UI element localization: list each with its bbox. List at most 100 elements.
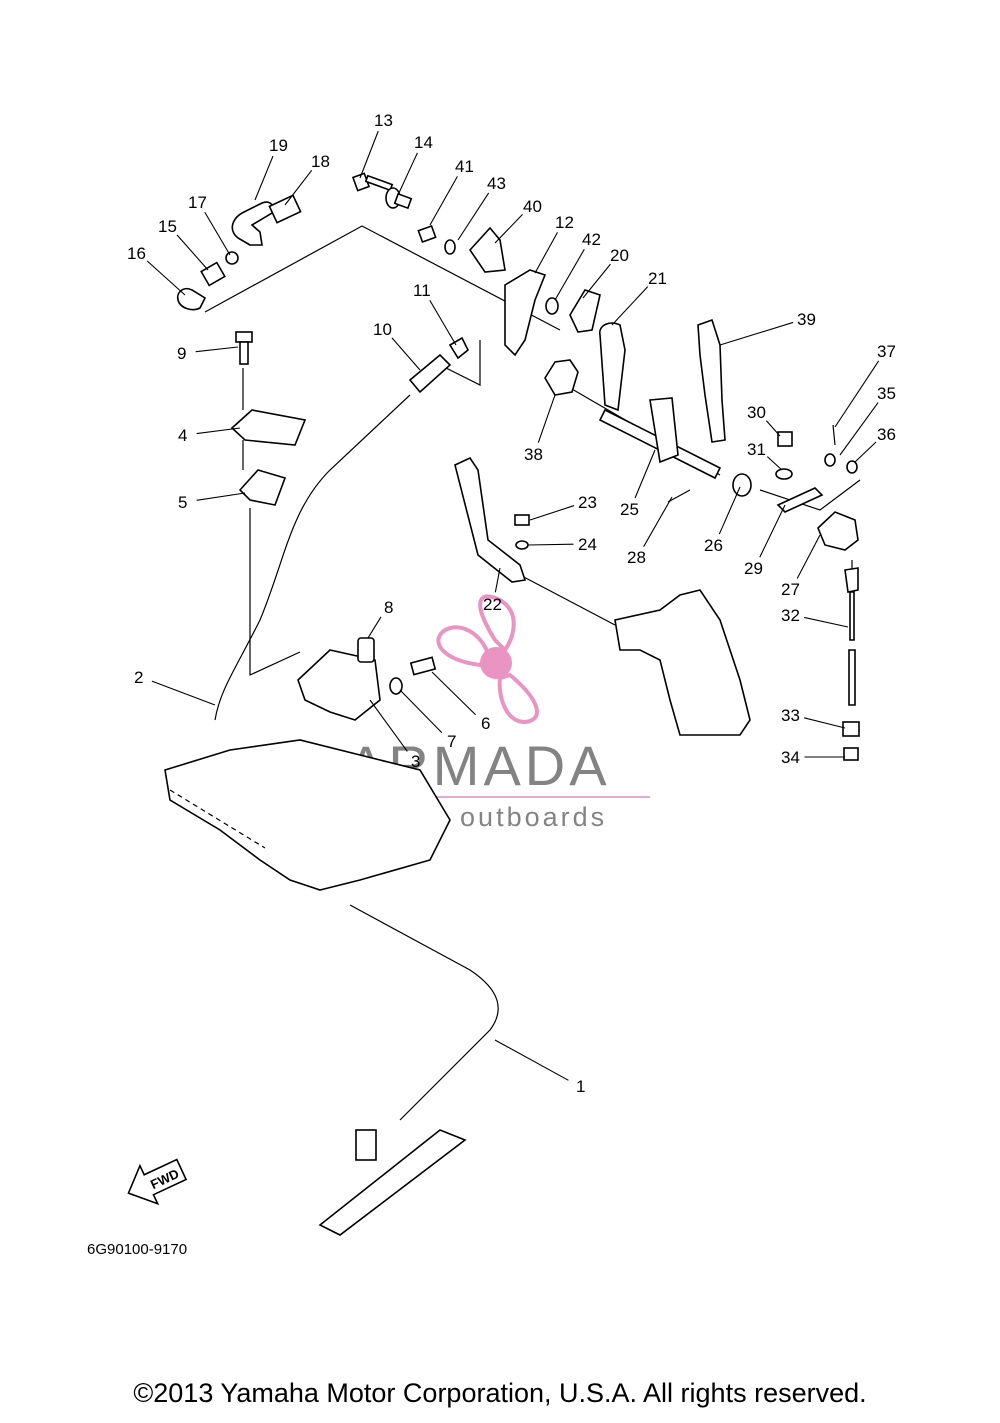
callout-leader-3 (369, 699, 408, 752)
callout-leader-20 (582, 263, 611, 299)
callout-leader-37 (834, 360, 880, 428)
part-bolt-23 (514, 514, 530, 526)
copyright-notice: ©2013 Yamaha Motor Corporation, U.S.A. A… (133, 1378, 867, 1408)
part-nut-34 (843, 747, 859, 761)
part-bolt-30 (777, 431, 793, 447)
callout-leader-30 (765, 420, 781, 437)
callout-23: 23 (578, 493, 597, 512)
callout-7: 7 (447, 732, 456, 751)
part-shift-lever-22 (454, 456, 527, 583)
callout-5: 5 (178, 493, 187, 512)
callout-24: 24 (578, 535, 597, 554)
callout-leader-19 (254, 155, 274, 201)
callout-41: 41 (455, 157, 474, 176)
callout-40: 40 (523, 197, 542, 216)
callout-leader-43 (457, 192, 490, 241)
callout-leader-2 (151, 680, 216, 706)
callout-2: 2 (134, 668, 143, 687)
callout-leader-17 (204, 211, 231, 256)
callout-9: 9 (177, 344, 186, 363)
callout-leader-41 (429, 176, 458, 226)
callout-33: 33 (781, 706, 800, 725)
callout-leader-13 (359, 130, 379, 179)
callout-leader-25 (634, 449, 656, 499)
callout-15: 15 (158, 217, 177, 236)
part-clip-18 (268, 194, 302, 224)
part-clamp-5 (238, 469, 287, 506)
part-lever-12 (504, 269, 547, 357)
callout-leader-39 (719, 321, 794, 346)
part-bolt-13 (351, 172, 394, 192)
callout-8: 8 (384, 598, 393, 617)
callout-leader-24 (527, 543, 574, 546)
callout-12: 12 (555, 213, 574, 232)
callout-leader-28 (643, 496, 673, 547)
part-cam-40 (468, 226, 506, 273)
callout-leader-32 (804, 616, 849, 628)
callout-25: 25 (620, 500, 639, 519)
part-joint-27 (817, 511, 859, 551)
part-link-rod-19 (231, 201, 275, 246)
callout-leader-11 (429, 299, 457, 346)
part-nut-33 (842, 721, 860, 737)
callout-leader-38 (537, 394, 556, 443)
callout-leader-40 (494, 214, 523, 244)
part-clip-36 (846, 460, 858, 474)
callout-leader-21 (611, 286, 649, 326)
callout-leader-4 (196, 427, 241, 435)
part-washer-7 (389, 677, 403, 695)
part-arm-39 (697, 318, 726, 443)
callout-leader-16 (146, 260, 186, 296)
propeller-logo-icon (436, 594, 539, 725)
callout-20: 20 (610, 246, 629, 265)
callout-19: 19 (269, 136, 288, 155)
callout-18: 18 (311, 152, 330, 171)
callout-leader-33 (803, 717, 846, 729)
part-washer-35 (824, 453, 836, 467)
callout-10: 10 (373, 320, 392, 339)
diagram-reference-code: 6G90100-9170 (87, 1241, 187, 1258)
callout-11: 11 (413, 281, 431, 300)
callout-6: 6 (481, 714, 490, 733)
part-roller-26 (732, 473, 752, 497)
part-lower-case (164, 739, 451, 891)
part-clip-11 (448, 336, 470, 360)
callout-21: 21 (648, 269, 667, 288)
part-cable-2 (214, 394, 411, 721)
part-cap-8 (357, 637, 375, 663)
callout-22: 22 (483, 595, 502, 614)
callout-26: 26 (704, 536, 723, 555)
part-bolt-6 (409, 656, 437, 676)
part-holder-3 (297, 649, 381, 721)
part-cable-end-10 (408, 353, 452, 394)
callout-27: 27 (781, 580, 800, 599)
callout-leader-10 (391, 337, 421, 371)
part-bracket-38 (544, 359, 579, 396)
callout-leader-31 (766, 456, 783, 471)
callout-34: 34 (781, 748, 800, 767)
callout-leader-22 (494, 567, 501, 593)
callout-labels: 1234567891011121314151617181920212223242… (127, 111, 896, 1096)
part-washer-24 (515, 540, 529, 550)
callout-leader-1 (494, 1039, 569, 1081)
callout-leader-36 (854, 441, 877, 463)
callout-leader-6 (431, 671, 476, 716)
part-bracket-housing (614, 589, 751, 736)
part-washer-42 (545, 297, 559, 315)
callout-28: 28 (627, 548, 646, 567)
part-cover-4 (230, 409, 307, 446)
callout-leader-14 (397, 152, 418, 196)
callout-17: 17 (188, 193, 207, 212)
fwd-direction-arrow-icon: FWD (127, 1158, 188, 1206)
part-rod-32 (844, 567, 859, 706)
part-pin-28 (667, 489, 691, 503)
callout-leader-7 (399, 689, 443, 733)
callout-31: 31 (747, 440, 766, 459)
callout-leader-5 (196, 492, 246, 501)
callout-leader-42 (554, 249, 585, 301)
callout-4: 4 (178, 426, 187, 445)
part-cable-1 (349, 904, 499, 1121)
callout-37: 37 (877, 342, 896, 361)
callout-32: 32 (781, 606, 800, 625)
